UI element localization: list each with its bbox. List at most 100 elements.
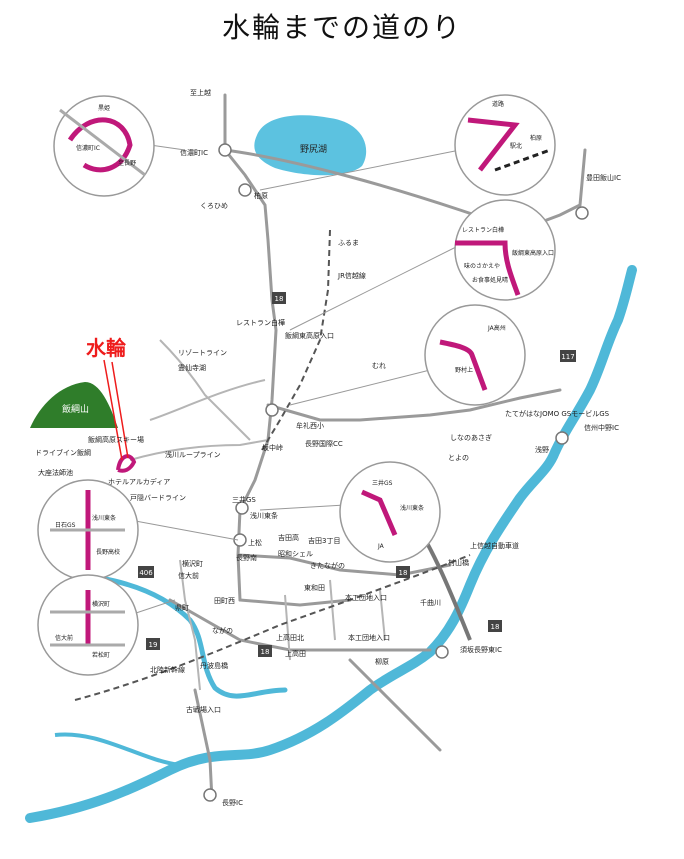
route-shield-18a: 18 [275, 295, 284, 303]
kurohime-label: くろひめ [200, 202, 228, 210]
kinogi-entrance-label: 本工団地入口 [345, 593, 387, 602]
toyono-label: とよの [448, 454, 469, 462]
svg-text:日石GS: 日石GS [55, 522, 76, 529]
togakushi-bird-label: 戸隠バードライン [130, 493, 186, 502]
asano-label: 浅野 [535, 445, 549, 454]
kenmachi-label: 県町 [175, 604, 189, 612]
svg-text:飯綱東高原入口: 飯綱東高原入口 [512, 249, 554, 257]
toyota-iiyama-ic-marker [575, 206, 589, 220]
yanagihara-label: 柳原 [375, 657, 389, 666]
reisenji-lake-label: 霊仙寺湖 [178, 363, 206, 372]
shinanomachi-ic-label: 信濃町IC [180, 148, 208, 157]
kami-takada-label: 上高田 [285, 649, 306, 658]
yoshida-3chome-label: 吉田3丁目 [308, 537, 340, 545]
tributary-river [97, 575, 288, 699]
furuma-label: ふるま [338, 239, 359, 247]
kashiwabara-marker [238, 183, 252, 197]
mt-iizuna [30, 382, 118, 428]
kamimatsu-label: 上松 [248, 538, 262, 547]
route-shield-117: 117 [561, 353, 574, 361]
jomo-label: たてがはなJOMO GSモービルGS [505, 409, 610, 418]
yoshida-high-label: 吉田高 [278, 533, 299, 542]
mure-marker [265, 403, 279, 417]
sakae-loop-label: 浅川ループライン [165, 450, 221, 459]
svg-text:道路: 道路 [492, 100, 504, 108]
sanjiku-gs-label: 三井GS [232, 495, 256, 504]
svg-text:三井GS: 三井GS [372, 479, 393, 487]
kinogi-entrance2-label: 本工団地入口 [348, 633, 390, 642]
inset-sanjiku: 三井GS 浅川東条 JA [339, 461, 441, 563]
inset-asakawa: 浅川東条 日石GS 長野高校 [37, 479, 139, 581]
route-shield-406: 406 [139, 569, 153, 577]
tayu-nishi-label: 田町西 [214, 597, 235, 605]
svg-text:お食事処見晴: お食事処見晴 [472, 276, 508, 284]
kita-nagano-label: きたながの [310, 561, 345, 570]
page-title: 水輪までの道のり [221, 11, 462, 44]
svg-text:横沢町: 横沢町 [92, 600, 110, 608]
inset-mure: 野村上 JA高州 [424, 304, 526, 406]
svg-text:柏原: 柏原 [530, 134, 542, 142]
toyota-iiyama-label: 豊田飯山IC [586, 173, 621, 182]
svg-text:浅川東条: 浅川東条 [400, 504, 424, 512]
muramasa-label: 村山橋 [448, 558, 469, 567]
inset-restaurant: レストラン白樺 飯綱東高原入口 味のさかえや お食事処見晴 [454, 199, 556, 301]
svg-text:浅川東条: 浅川東条 [92, 514, 116, 522]
kamiyobu-label: 至上越 [190, 88, 211, 97]
svg-text:野村上: 野村上 [455, 366, 473, 374]
route-shield-18c: 18 [261, 648, 270, 656]
route-shield-18d: 18 [491, 623, 500, 631]
svg-text:長野高校: 長野高校 [96, 548, 120, 556]
inset-shinanomachi: 信濃町IC 黒姫 至長野 [53, 95, 155, 197]
nagano-station-label: ながの [212, 626, 233, 635]
sakanaka-label: 坂中峠 [262, 443, 283, 452]
higashi-wada-label: 東和田 [304, 583, 325, 592]
iizuna-kogen-entrance-label: 飯綱東高原入口 [285, 331, 334, 340]
shinshu-nakano-ic-marker [555, 431, 569, 445]
shell-label: 昭和シェル [278, 549, 313, 558]
jr-shinetsu-label: JR信越線 [337, 271, 366, 280]
iizuna-ski-label: 飯綱高原スキー場 [88, 435, 144, 444]
kami-takada-kita-label: 上高田北 [276, 633, 304, 642]
svg-text:味のさかえや: 味のさかえや [464, 262, 500, 270]
svg-text:JA: JA [377, 543, 385, 550]
shinanomachi-ic-marker [218, 143, 232, 157]
kosenba-label: 古戦場入口 [186, 705, 221, 714]
nagano-tech-label: 長野南 [236, 553, 257, 562]
svg-text:信濃町IC: 信濃町IC [76, 144, 100, 152]
chikuma-label: 千曲川 [420, 598, 441, 607]
destination-label: 水輪 [86, 336, 127, 360]
destination-arrow [111, 361, 129, 459]
nagano-golf-label: 長野国際CC [305, 439, 343, 448]
south-river [54, 732, 181, 767]
route-shield-18b: 18 [399, 569, 408, 577]
nojiri-lake-label: 野尻湖 [300, 144, 327, 155]
svg-text:JA高州: JA高州 [487, 324, 506, 332]
shinano-asagi-label: しなのあさぎ [450, 433, 492, 442]
ushiroyaku-label: 牟礼西小 [296, 421, 324, 430]
svg-text:駅北: 駅北 [510, 142, 522, 150]
zenkoji-bridge-label: 丹波島橋 [200, 661, 228, 670]
shinshu-nakano-label: 信州中野IC [584, 423, 619, 432]
nagano-ic-label: 長野IC [222, 799, 243, 807]
mure-label: むれ [372, 362, 386, 370]
suzaka-ic-marker [435, 645, 449, 659]
kamimatsu-marker [233, 533, 247, 547]
hotel-arcadia-label: ホテルアルカディア [108, 477, 170, 486]
svg-text:黒姫: 黒姫 [98, 104, 110, 112]
svg-text:至長野: 至長野 [118, 159, 136, 167]
daizahoushi-label: 大座法師池 [38, 468, 73, 477]
route-shield-19: 19 [149, 641, 158, 649]
drive-in-label: ドライブイン飯綱 [35, 448, 91, 457]
restaurant-label: レストラン白樺 [236, 318, 285, 327]
nagano-ic-marker [203, 788, 217, 802]
suzaka-label: 須坂長野東IC [460, 645, 502, 654]
svg-text:信大前: 信大前 [55, 634, 73, 642]
asakawa-higashi-label: 浅川東条 [250, 511, 278, 520]
route-to-suirin [116, 454, 137, 473]
yokozawa-label: 横沢町 [182, 559, 203, 568]
resort-line-label: リゾートライン [178, 349, 227, 357]
mt-iizuna-label: 飯綱山 [62, 403, 89, 415]
joshinetsu-label: 上信越自動車道 [470, 541, 519, 550]
inset-kashiwabara: 道路 柏原 駅北 [454, 94, 556, 196]
